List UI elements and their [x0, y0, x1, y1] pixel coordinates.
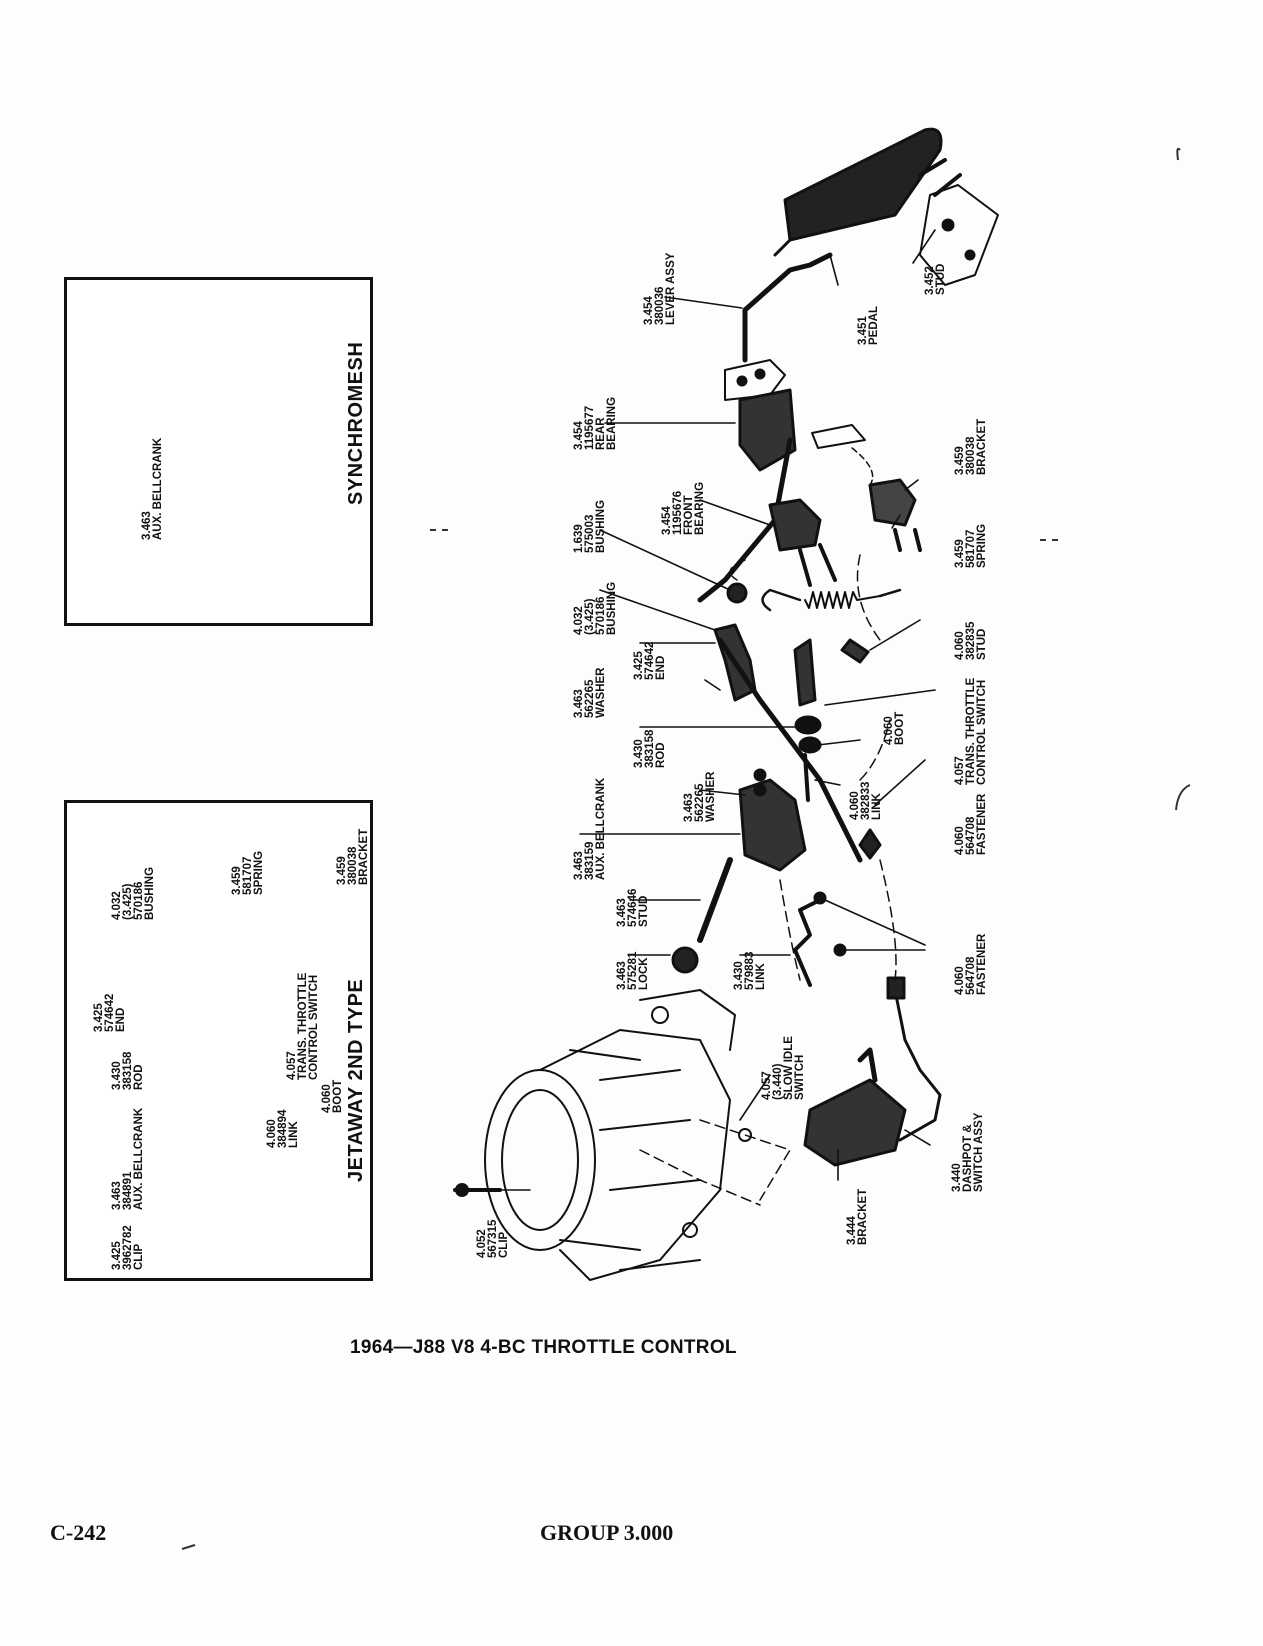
group-label: GROUP 3.000	[540, 1520, 674, 1545]
bracket-drawing	[811, 424, 922, 552]
front-bearing-drawing	[768, 498, 837, 587]
link-lower-drawing	[793, 891, 847, 987]
synchromesh-title: SYNCHROMESH	[345, 341, 367, 505]
bushing-drawing	[726, 582, 748, 604]
lock-drawing	[671, 946, 699, 974]
trans-switch-drawing	[793, 638, 870, 802]
spring-drawing	[761, 588, 902, 612]
linkage-dashes	[639, 554, 897, 1206]
diagram-caption: 1964—J88 V8 4-BC THROTTLE CONTROL	[350, 1337, 737, 1358]
dashpot-cable	[893, 988, 942, 1142]
pedal-drawing	[773, 127, 999, 286]
page-number: C-242	[50, 1520, 107, 1545]
jetaway-inset	[64, 800, 373, 1281]
synchromesh-inset	[64, 277, 373, 626]
lever-assy-rod	[742, 252, 833, 363]
dashpot-drawing	[803, 1047, 907, 1167]
throttle-rod	[717, 637, 863, 863]
rear-bearing-drawing	[724, 359, 797, 472]
stud-drawing	[697, 857, 733, 943]
scan-marks	[181, 147, 1191, 1550]
dashpot-clip	[886, 976, 906, 1000]
cross-shaft	[697, 437, 793, 603]
leader-lines	[469, 229, 936, 1191]
aux-bellcrank-drawing	[738, 768, 882, 872]
